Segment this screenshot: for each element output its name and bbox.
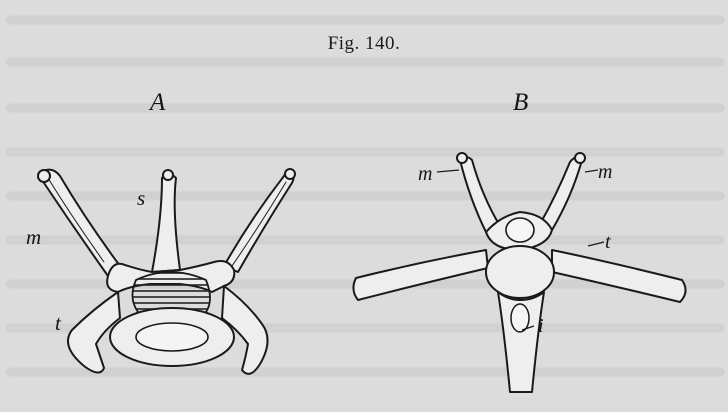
panel-a-label: A (148, 89, 166, 116)
part-label-m-b-right: m (598, 161, 612, 183)
vertebra-b-left-transverse (353, 250, 488, 300)
vertebra-a (38, 169, 295, 374)
vertebra-a-spinous-process (152, 174, 180, 272)
part-label-s: s (137, 186, 145, 210)
panel-b-label: B (513, 89, 528, 116)
vertebra-b-right-upper-process (540, 157, 582, 230)
vertebra-a-centrum-face (136, 323, 208, 351)
part-label-t-a: t (55, 311, 62, 335)
part-label-m-a: m (26, 225, 41, 249)
vertebra-b-left-upper-process (460, 157, 500, 232)
vertebra-b-centrum (486, 246, 554, 298)
part-label-t-b: t (605, 231, 611, 253)
vertebra-a-left-process (40, 170, 120, 276)
vertebra-b-right-transverse (552, 250, 686, 302)
part-label-i: i (538, 315, 544, 337)
vertebra-b (353, 153, 685, 392)
part-label-m-b-left: m (418, 163, 432, 185)
